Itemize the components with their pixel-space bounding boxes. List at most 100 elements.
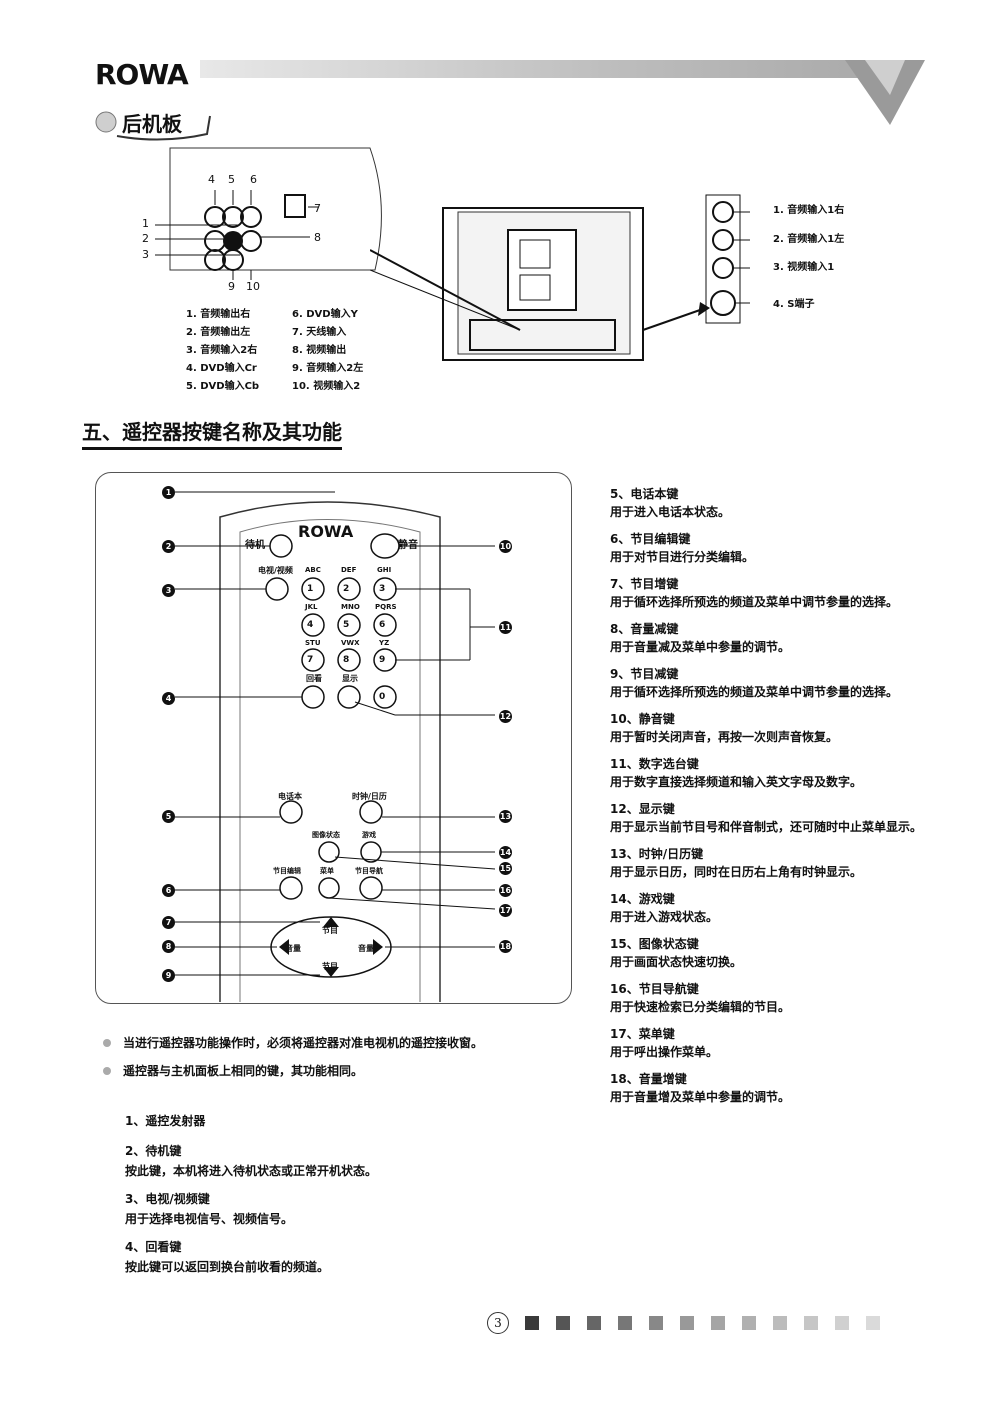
key-yz: YZ bbox=[379, 639, 390, 647]
key-clock-label: 时钟/日历 bbox=[352, 792, 387, 801]
section5-heading: 五、遥控器按键名称及其功能 bbox=[82, 416, 382, 450]
key-tvav-label: 电视/视频 bbox=[258, 566, 293, 575]
callout-bubble-12: 12 bbox=[499, 710, 512, 723]
key-def: DEF bbox=[341, 566, 357, 574]
rear-panel-title: 后机板 bbox=[122, 112, 182, 136]
item-13: 13、时钟/日历键用于显示日历，同时在日历右上角有时钟显示。 bbox=[610, 847, 863, 879]
key-recall-label: 回看 bbox=[306, 674, 322, 683]
item-3-title: 3、电视/视频键 bbox=[125, 1192, 210, 1206]
callout-bubble-7: 7 bbox=[162, 916, 175, 929]
callout-bubble-5: 5 bbox=[162, 810, 175, 823]
item-15: 15、图像状态键用于画面状态快速切换。 bbox=[610, 937, 743, 969]
key-7[interactable]: 7 bbox=[307, 655, 314, 665]
item-1-title: 1、遥控发射器 bbox=[125, 1114, 206, 1128]
callout-2: 2 bbox=[142, 232, 149, 245]
key-volright-label: 音量 bbox=[358, 944, 374, 953]
key-2[interactable]: 2 bbox=[343, 584, 350, 594]
key-pqrs: PQRS bbox=[375, 603, 397, 611]
key-menu-label: 菜单 bbox=[320, 867, 334, 875]
callout-bubble-16: 16 bbox=[499, 884, 512, 897]
key-mute-label: 静音 bbox=[398, 540, 418, 551]
item-10: 10、静音键用于暂时关闭声音，再按一次则声音恢复。 bbox=[610, 712, 839, 744]
callout-bubble-4: 4 bbox=[162, 692, 175, 705]
key-8[interactable]: 8 bbox=[343, 655, 350, 665]
key-4[interactable]: 4 bbox=[307, 620, 314, 630]
rear-legend-right: 6. DVD输入Y 7. 天线输入 8. 视频输出 9. 音频输入2左 10. … bbox=[292, 309, 364, 392]
tv-rear-illustration bbox=[370, 194, 750, 361]
key-3[interactable]: 3 bbox=[379, 584, 386, 594]
item-17: 17、菜单键用于呼出操作菜单。 bbox=[610, 1027, 719, 1059]
key-stu: STU bbox=[305, 639, 321, 647]
item-6: 6、节目编辑键用于对节目进行分类编辑。 bbox=[610, 532, 755, 564]
callout-bubble-13: 13 bbox=[499, 810, 512, 823]
item-4-title: 4、回看键 bbox=[125, 1240, 182, 1254]
callout-bubble-6: 6 bbox=[162, 884, 175, 897]
key-0[interactable]: 0 bbox=[379, 692, 386, 702]
remote-illustration bbox=[175, 491, 496, 1002]
callout-9: 9 bbox=[228, 280, 235, 293]
item-11: 11、数字选台键用于数字直接选择频道和输入英文字母及数字。 bbox=[610, 757, 863, 789]
item-5: 5、电话本键用于进入电话本状态。 bbox=[610, 487, 731, 519]
brand-logo: ROWA bbox=[95, 58, 189, 91]
key-display-label: 显示 bbox=[342, 674, 358, 683]
callout-4: 4 bbox=[208, 173, 215, 186]
key-abc: ABC bbox=[305, 566, 321, 574]
callout-1: 1 bbox=[142, 217, 149, 230]
callout-bubble-9: 9 bbox=[162, 969, 175, 982]
item-14: 14、游戏键用于进入游戏状态。 bbox=[610, 892, 719, 924]
item-16: 16、节目导航键用于快速检索已分类编辑的节目。 bbox=[610, 982, 791, 1014]
callout-8: 8 bbox=[314, 231, 321, 244]
side-label-3: 3. 视频输入1 bbox=[773, 262, 835, 273]
callout-bubble-10: 10 bbox=[499, 540, 512, 553]
key-progedit-label: 节目编辑 bbox=[273, 867, 301, 875]
note-2: 遥控器与主机面板上相同的键，其功能相同。 bbox=[103, 1062, 363, 1079]
side-label-2: 2. 音频输入1左 bbox=[773, 234, 845, 245]
right-item-list: 5、电话本键用于进入电话本状态。 6、节目编辑键用于对节目进行分类编辑。 7、节… bbox=[610, 484, 940, 1114]
key-picture-label: 图像状态 bbox=[312, 831, 340, 839]
key-9[interactable]: 9 bbox=[379, 655, 386, 665]
key-prognav-label: 节目导航 bbox=[355, 867, 383, 875]
key-6[interactable]: 6 bbox=[379, 620, 386, 630]
side-label-1: 1. 音频输入1右 bbox=[773, 205, 845, 216]
key-game-label: 游戏 bbox=[362, 831, 376, 839]
remote-frame bbox=[95, 472, 572, 1004]
side-label-4: 4. S端子 bbox=[773, 299, 815, 310]
left-item-list: 1、遥控发射器 2、待机键 按此键，本机将进入待机状态或正常开机状态。 3、电视… bbox=[125, 1110, 585, 1284]
key-ghi: GHI bbox=[377, 566, 392, 574]
header-bar bbox=[200, 60, 890, 78]
callout-bubble-11: 11 bbox=[499, 621, 512, 634]
header-v-mark bbox=[845, 60, 925, 125]
footer-pagination: 3 bbox=[487, 1312, 897, 1334]
item-2-title: 2、待机键 bbox=[125, 1144, 182, 1158]
page-number: 3 bbox=[487, 1312, 509, 1334]
key-jkl: JKL bbox=[305, 603, 318, 611]
callout-5: 5 bbox=[228, 173, 235, 186]
rear-legend-left: 1. 音频输出右 2. 音频输出左 3. 音频输入2右 4. DVD输入Cr 5… bbox=[186, 309, 260, 392]
remote-brand: ROWA bbox=[298, 522, 354, 541]
callout-bubble-14: 14 bbox=[499, 846, 512, 859]
callout-bubble-2: 2 bbox=[162, 540, 175, 553]
callout-10: 10 bbox=[246, 280, 260, 293]
item-18: 18、音量增键用于音量增及菜单中参量的调节。 bbox=[610, 1072, 791, 1104]
callout-bubble-1: 1 bbox=[162, 486, 175, 499]
item-9: 9、节目减键用于循环选择所预选的频道及菜单中调节参量的选择。 bbox=[610, 667, 899, 699]
callout-6: 6 bbox=[250, 173, 257, 186]
item-8: 8、音量减键用于音量减及菜单中参量的调节。 bbox=[610, 622, 791, 654]
note-1: 当进行遥控器功能操作时，必须将遥控器对准电视机的遥控接收窗。 bbox=[103, 1034, 483, 1051]
item-7: 7、节目增键用于循环选择所预选的频道及菜单中调节参量的选择。 bbox=[610, 577, 899, 609]
callout-bubble-8: 8 bbox=[162, 940, 175, 953]
key-mno: MNO bbox=[341, 603, 360, 611]
key-standby-label: 待机 bbox=[245, 540, 265, 551]
callout-bubble-15: 15 bbox=[499, 862, 512, 875]
callout-7: 7 bbox=[314, 202, 321, 215]
section-title-bubble bbox=[95, 111, 211, 141]
key-chup-label: 节目 bbox=[322, 926, 338, 935]
key-volleft-label: 音量 bbox=[285, 944, 301, 953]
key-5[interactable]: 5 bbox=[343, 620, 350, 630]
key-chdown-label: 节目 bbox=[322, 962, 338, 971]
callout-bubble-17: 17 bbox=[499, 904, 512, 917]
key-1[interactable]: 1 bbox=[307, 584, 314, 594]
callout-bubble-18: 18 bbox=[499, 940, 512, 953]
callout-3: 3 bbox=[142, 248, 149, 261]
rear-panel-diagram bbox=[155, 147, 382, 280]
